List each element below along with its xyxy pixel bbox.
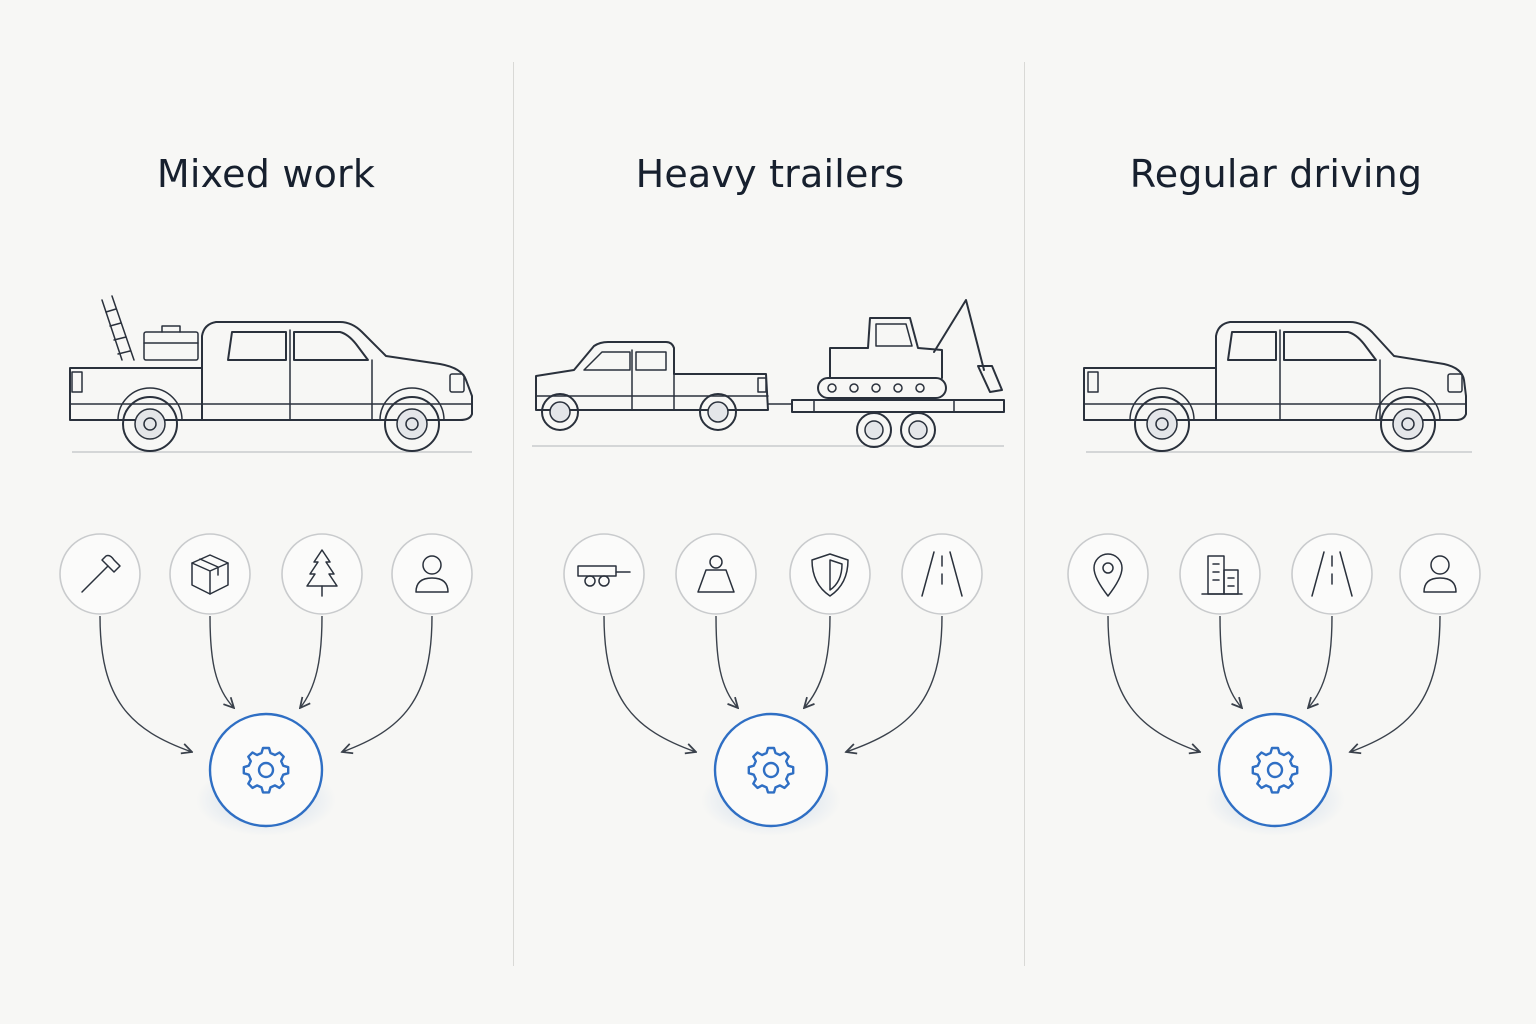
panel-regular-driving: Regular driving <box>1020 0 1532 1024</box>
gear-icon <box>1251 746 1299 794</box>
location-pin-icon <box>1067 533 1149 615</box>
gear-hub <box>196 712 336 836</box>
tree-icon <box>281 533 363 615</box>
gear-hub <box>1205 712 1345 836</box>
toolbox <box>143 325 199 361</box>
panel-title: Heavy trailers <box>635 152 905 196</box>
panel-title: Mixed work <box>156 152 376 196</box>
person-icon <box>391 533 473 615</box>
pickup-towing-excavator-trailer <box>532 299 1005 448</box>
excavator <box>817 299 1003 399</box>
building-icon <box>1179 533 1261 615</box>
divider-left <box>513 62 514 966</box>
road-icon <box>901 533 983 615</box>
gear-icon <box>747 746 795 794</box>
pickup-truck <box>1083 321 1472 453</box>
panel-title: Regular driving <box>1129 152 1423 196</box>
weight-icon <box>675 533 757 615</box>
person-icon <box>1399 533 1481 615</box>
ladder <box>101 295 135 361</box>
box-icon <box>169 533 251 615</box>
hammer-icon <box>59 533 141 615</box>
gear-hub <box>701 712 841 836</box>
divider-right <box>1024 62 1025 966</box>
road-icon <box>1291 533 1373 615</box>
pickup-truck-with-ladder-and-toolbox <box>69 295 473 453</box>
panel-heavy-trailers: Heavy trailers <box>514 0 1026 1024</box>
shield-icon <box>789 533 871 615</box>
panel-mixed-work: Mixed work <box>10 0 522 1024</box>
gear-icon <box>242 746 290 794</box>
trailer-icon <box>563 533 645 615</box>
